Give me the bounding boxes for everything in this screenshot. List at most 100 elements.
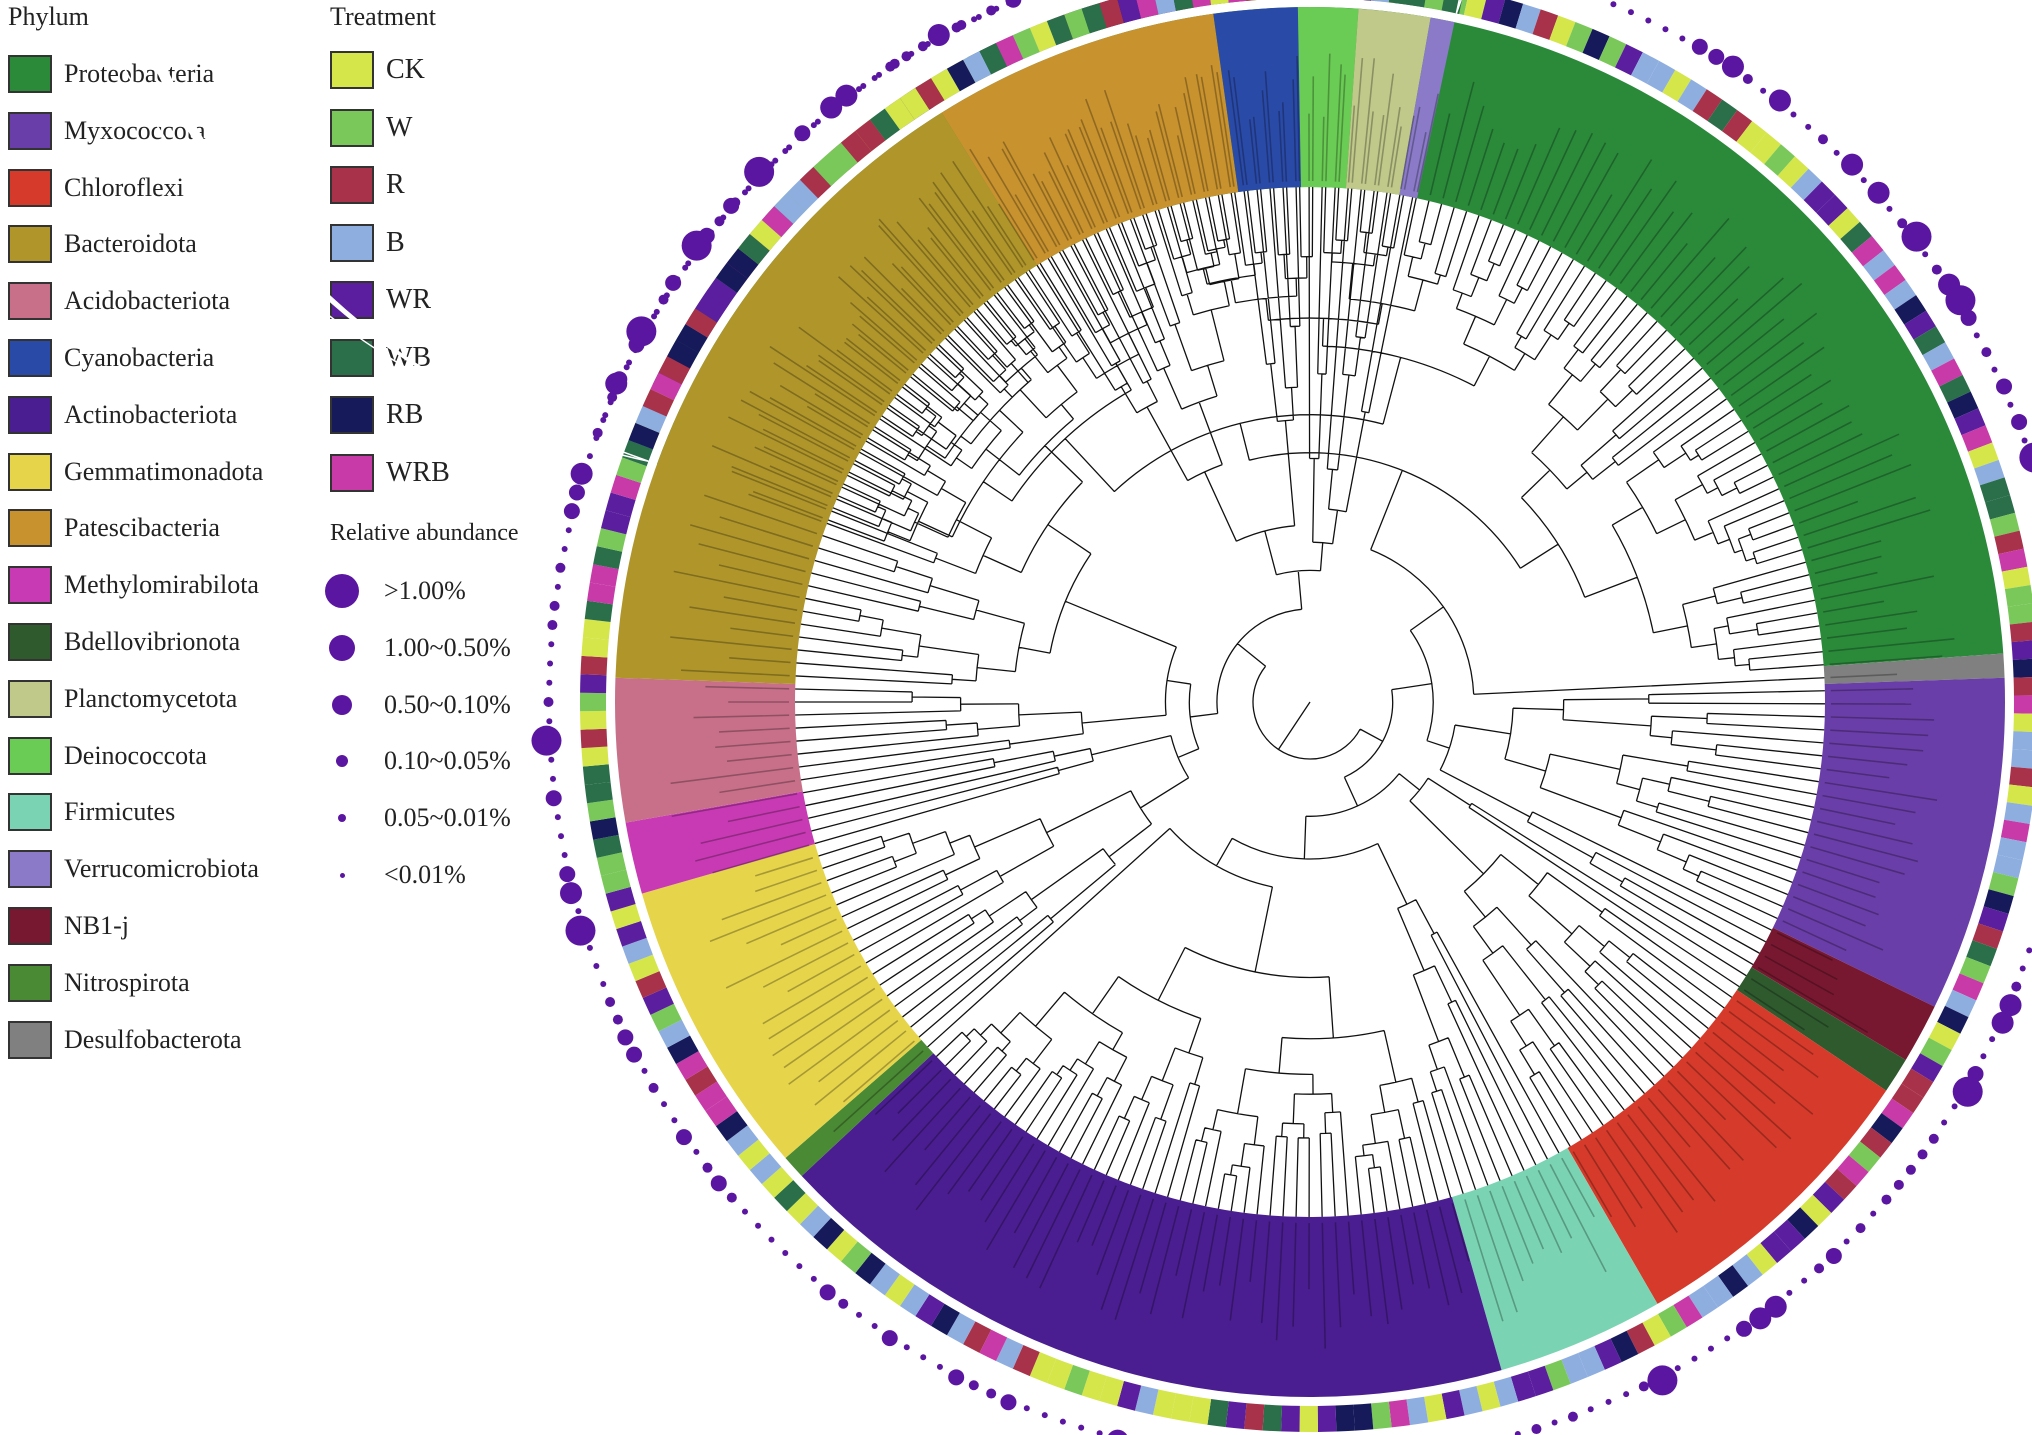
tip-label-mark — [779, 384, 864, 436]
tip-label-mark — [952, 160, 1024, 268]
treatment-cell — [1155, 0, 1176, 15]
tip-label-mark — [1830, 688, 1914, 692]
phylum-label: Firmicutes — [64, 797, 176, 827]
tip-label-mark — [1738, 346, 1825, 407]
tip-label-mark — [695, 831, 806, 862]
tip-label-mark — [768, 976, 869, 1040]
tip-label-mark — [1695, 1051, 1792, 1140]
treatment-legend-item: CK — [330, 50, 425, 90]
tip-label-mark — [836, 349, 893, 392]
tip-label-mark — [762, 942, 849, 988]
treatment-cell — [1998, 548, 2028, 572]
treatment-cell — [1642, 1313, 1671, 1346]
tip-label-mark — [1608, 180, 1677, 277]
tip-label-mark — [1374, 114, 1385, 186]
treatment-cell — [1863, 250, 1895, 281]
treatment-cell — [593, 546, 623, 570]
abundance-dot — [744, 156, 775, 187]
tip-label-mark — [1686, 1061, 1777, 1149]
phylum-legend-item: Desulfobacterota — [8, 1020, 242, 1060]
abundance-dot-wrap — [322, 855, 362, 895]
treatment-cell — [996, 35, 1024, 67]
tip-label-mark — [1175, 1209, 1193, 1276]
abundance-dot — [1707, 1345, 1714, 1352]
abundance-dot — [626, 1046, 643, 1063]
tip-label-mark — [728, 416, 843, 474]
tip-label-mark — [1830, 729, 1929, 737]
treatment-cell — [685, 308, 718, 338]
treatment-cell — [1493, 1376, 1519, 1407]
tip-label-mark — [1637, 1106, 1716, 1202]
treatment-cell — [605, 492, 636, 518]
abundance-dot — [1006, 0, 1013, 7]
tip-label-mark — [1783, 433, 1900, 488]
tip-label-mark — [1807, 509, 1931, 549]
abundance-dot — [840, 97, 847, 104]
treatment-cell — [715, 262, 748, 293]
abundance-dot-icon — [332, 694, 352, 715]
treatment-cell — [1353, 1403, 1374, 1431]
tip-label-mark — [1464, 1199, 1504, 1322]
tip-label-mark — [1195, 74, 1219, 190]
tip-label-mark — [969, 148, 1038, 259]
abundance-dot-wrap — [322, 798, 362, 838]
treatment-cell — [1561, 1352, 1588, 1384]
tip-label-mark — [1229, 1218, 1245, 1321]
phylum-swatch — [8, 907, 52, 945]
tip-label-mark — [754, 869, 818, 893]
abundance-dot — [1901, 221, 1932, 252]
tip-label-mark — [1803, 496, 1916, 537]
abundance-dot-icon — [336, 755, 348, 768]
abundance-label: 0.10~0.05% — [384, 746, 511, 776]
tip-label-mark — [1425, 1209, 1450, 1306]
treatment-cell — [1972, 923, 2003, 949]
abundance-dot — [741, 189, 748, 196]
treatment-cell — [1152, 1389, 1176, 1419]
treatment-cell — [658, 1019, 690, 1048]
treatment-cell — [761, 1166, 794, 1198]
tip-label-mark — [1830, 673, 1898, 679]
abundance-dot — [1991, 366, 1998, 373]
tip-label-mark — [1377, 73, 1395, 186]
tip-label-mark — [1667, 1079, 1744, 1161]
abundance-dot — [545, 790, 562, 807]
treatment-cell — [658, 356, 690, 385]
tip-label-mark — [1325, 53, 1331, 182]
treatment-cell — [1463, 0, 1487, 20]
tip-label-mark — [749, 390, 855, 451]
treatment-cell — [1974, 459, 2005, 486]
treatment-cell — [589, 564, 619, 587]
treatment-cell — [855, 119, 886, 152]
abundance-dot — [1096, 1430, 1103, 1435]
tip-label-mark — [833, 1050, 924, 1133]
treatment-cell — [2012, 658, 2032, 678]
phylum-swatch — [8, 282, 52, 321]
tip-label-mark — [1778, 433, 1863, 476]
phylum-swatch — [8, 850, 52, 889]
abundance-dot — [782, 1250, 789, 1257]
tip-label-mark — [1181, 1212, 1206, 1319]
tip-label-mark — [1014, 194, 1050, 252]
tip-label-mark — [740, 399, 851, 459]
tip-label-mark — [891, 1078, 952, 1141]
phylum-legend-item: Chloroflexi — [8, 168, 184, 208]
phylum-label: Bacteroidota — [64, 229, 197, 259]
treatment-cell — [899, 87, 930, 120]
treatment-cell — [622, 937, 653, 964]
treatment-cell — [2011, 640, 2032, 660]
tip-label-mark — [1772, 421, 1852, 464]
treatment-cell — [1947, 391, 1979, 419]
treatment-cell — [869, 1263, 900, 1296]
abundance-dot — [586, 453, 593, 460]
treatment-cell — [1707, 99, 1738, 132]
tip-label-mark — [986, 206, 1027, 266]
phylum-label: NB1-j — [64, 911, 129, 940]
phylum-label: Proteobacteria — [64, 59, 215, 88]
treatment-cell — [1424, 0, 1444, 11]
tip-label-mark — [1032, 173, 1069, 241]
tip-label-mark — [1830, 716, 1935, 721]
phylum-legend-item: Proteobacteria — [8, 54, 214, 94]
tip-label-mark — [1640, 242, 1688, 301]
tip-label-mark — [1387, 1217, 1403, 1310]
tip-label-mark — [705, 685, 790, 690]
